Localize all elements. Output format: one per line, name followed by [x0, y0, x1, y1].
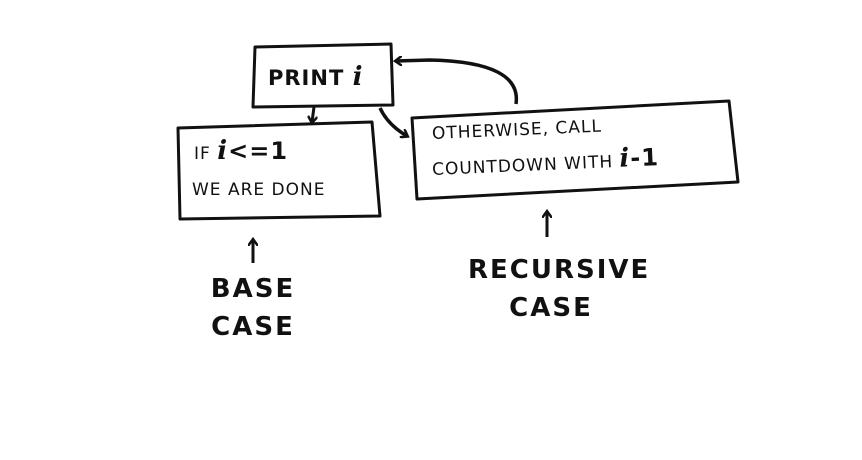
recursive-case-node-box	[410, 99, 740, 201]
arrow-print-to-recursive	[378, 107, 407, 136]
recursive-case-label: RECURSIVE CASE	[468, 251, 651, 327]
print-text: PRINT	[268, 66, 345, 90]
base-case-line2: WE ARE DONE	[192, 180, 326, 200]
base-if: IF	[194, 144, 211, 164]
base-var: i	[217, 136, 229, 166]
arrow-print-to-base	[312, 106, 314, 122]
arrow-recursive-to-print	[396, 60, 519, 105]
base-label-line2: CASE	[211, 312, 295, 342]
print-node-label: PRINT i	[268, 62, 363, 92]
base-label-line1: BASE	[210, 274, 296, 304]
base-case-line1: IF i<=1	[194, 136, 288, 166]
base-condition: <=1	[228, 137, 289, 165]
print-node-box	[251, 42, 395, 109]
print-var: i	[352, 62, 364, 92]
recursive-label-line2: CASE	[509, 293, 593, 323]
base-case-label: BASE CASE	[200, 270, 306, 346]
recursive-label-line1: RECURSIVE	[468, 255, 651, 285]
recursive-decrement: -1	[629, 143, 660, 173]
